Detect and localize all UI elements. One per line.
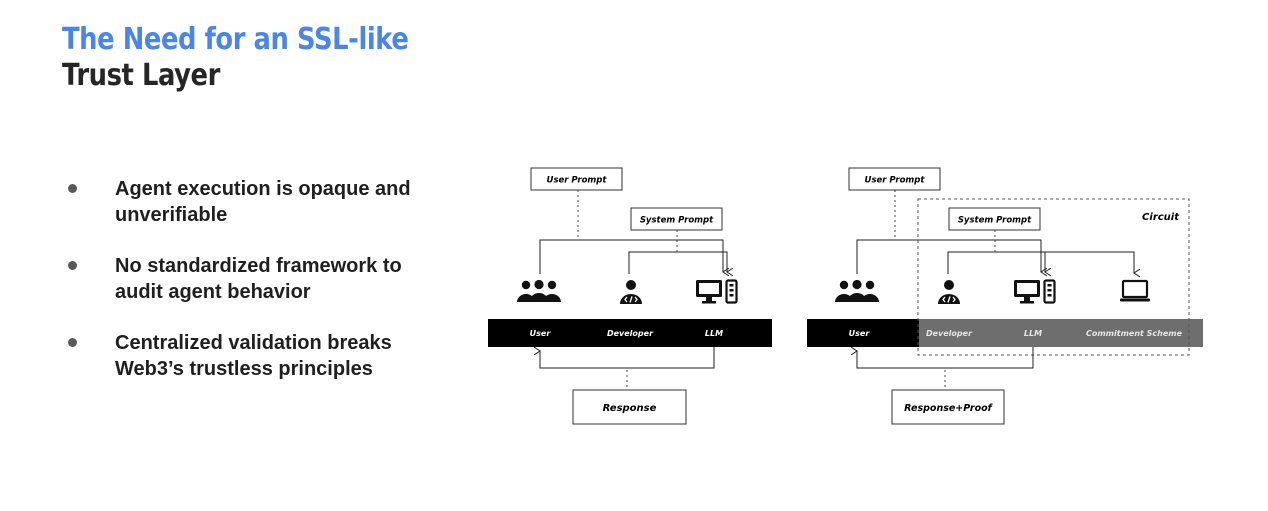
user-prompt-label: User Prompt [547, 176, 608, 186]
computer-tower-icon [695, 279, 738, 305]
users-group-icon [517, 280, 561, 302]
bullet-item: Centralized validation breaks Web3’s tru… [68, 330, 448, 382]
diagram-left: User Prompt System Prompt User Developer… [488, 167, 772, 425]
bar-label-llm: LLM [705, 329, 723, 338]
bar-label-user: User [530, 329, 552, 338]
bullet-item: Agent execution is opaque and unverifiab… [68, 176, 448, 228]
system-prompt-box [948, 207, 1041, 231]
circuit-label: Circuit [1142, 212, 1180, 223]
user-to-llm-arrow [539, 239, 723, 274]
bullet-text: Agent execution is opaque and unverifiab… [115, 178, 411, 226]
to-commitment-arrow [1045, 251, 1134, 273]
diagram-right: User Prompt System Prompt User Developer… [807, 167, 1203, 425]
bar-label-llm: LLM [1024, 329, 1042, 338]
bullet-dot [68, 338, 77, 347]
system-prompt-box [630, 207, 723, 231]
developer-icon [937, 279, 961, 305]
developer-to-llm-arrow [628, 251, 727, 274]
system-prompt-label: System Prompt [958, 216, 1032, 226]
bar-label-developer: Developer [926, 329, 973, 338]
response-proof-box [891, 389, 1005, 425]
llm-to-user-return-arrow [540, 347, 715, 369]
system-prompt-label: System Prompt [640, 216, 714, 226]
actors-bar [488, 319, 772, 347]
slide-title: The Need for an SSL-like Trust Layer [62, 22, 465, 94]
bar-label-developer: Developer [607, 329, 654, 338]
bullet-item: No standardized framework to audit agent… [68, 253, 448, 305]
developer-to-llm-arrow [947, 251, 1045, 274]
computer-tower-icon [1013, 279, 1056, 305]
title-line-accent: The Need for an SSL-like [62, 22, 409, 57]
llm-to-user-return-arrow [857, 347, 1034, 369]
response-box [572, 389, 687, 425]
laptop-icon [1119, 279, 1151, 303]
circuit-bar-overlay [919, 319, 1203, 347]
circuit-boundary [917, 198, 1190, 356]
bar-label-commitment-scheme: Commitment Scheme [1086, 329, 1183, 338]
bullet-dot [68, 184, 77, 193]
bullet-text: No standardized framework to audit agent… [115, 255, 402, 303]
response-label: Response [603, 403, 657, 414]
title-line-main: Trust Layer [62, 58, 220, 94]
users-group-icon [835, 280, 879, 302]
developer-icon [619, 279, 643, 305]
user-prompt-box [848, 167, 941, 191]
user-prompt-box [530, 167, 623, 191]
user-prompt-label: User Prompt [865, 176, 926, 186]
bar-label-user: User [849, 329, 871, 338]
bullet-text: Centralized validation breaks Web3’s tru… [115, 332, 392, 380]
bullet-list: Agent execution is opaque and unverifiab… [68, 176, 448, 407]
response-proof-label: Response+Proof [904, 403, 993, 414]
bullet-dot [68, 261, 77, 270]
user-to-llm-arrow [856, 239, 1041, 274]
